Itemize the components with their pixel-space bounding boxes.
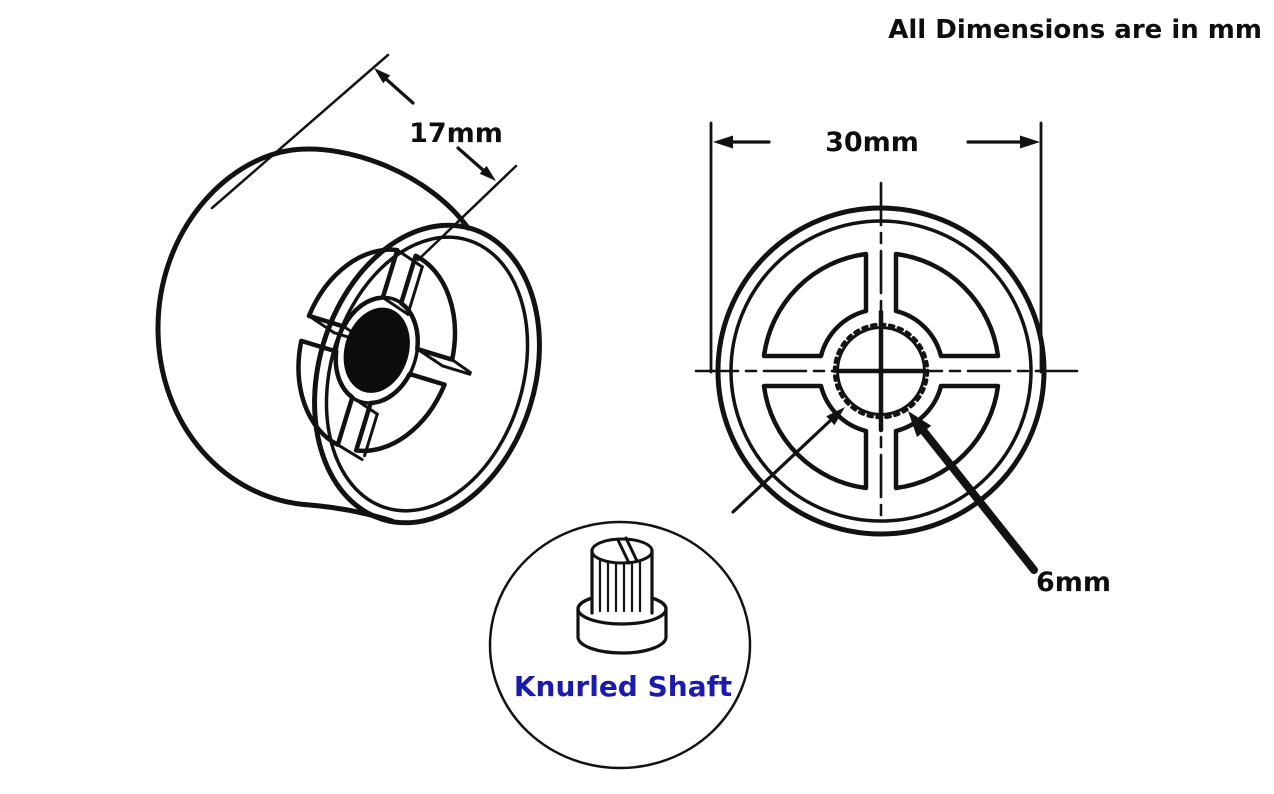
arrowhead <box>479 165 496 181</box>
bore-leader-thick <box>918 425 1038 574</box>
bore-leader-thin <box>731 417 834 514</box>
bore-dimension: 6mm <box>731 407 1111 598</box>
extension-line <box>416 164 518 262</box>
depth-dimension-label: 17mm <box>409 118 503 149</box>
shaft-bore-hole-3d <box>343 307 410 393</box>
diameter-dimension: 30mm <box>709 121 1043 374</box>
depth-dimension: 17mm <box>210 53 518 262</box>
front-view: 30mm 6mm <box>694 121 1111 598</box>
knurled-shaft-icon <box>576 536 668 655</box>
web-quadrant <box>893 383 1001 491</box>
knurl-ridges <box>598 557 642 613</box>
knob-body-outline <box>155 146 471 524</box>
web-quadrant <box>761 383 869 491</box>
dimension-arrow-line <box>456 146 485 172</box>
back-spoke-web <box>273 231 498 482</box>
units-note: All Dimensions are in mm <box>888 15 1262 45</box>
shaft-slot-edge <box>616 538 631 565</box>
arrowhead <box>713 135 733 149</box>
shaft-detail-caption: Knurled Shaft <box>514 670 732 703</box>
arrowhead <box>1020 135 1040 149</box>
shaft-cap <box>590 537 654 565</box>
hub-circle-3d <box>323 287 430 413</box>
extension-line <box>210 53 390 210</box>
detail-bubble-circle <box>488 520 752 770</box>
front-spoke-web <box>761 251 1001 491</box>
web-quadrant <box>761 251 869 359</box>
knob-body-fill <box>158 149 468 522</box>
arrowhead <box>908 411 932 437</box>
isometric-view: 17mm <box>155 53 542 526</box>
bore-dimension-label: 6mm <box>1036 567 1111 598</box>
diameter-dimension-label: 30mm <box>825 127 919 158</box>
dimension-arrow-line <box>384 77 415 105</box>
arrowhead <box>374 68 391 84</box>
web-quadrant <box>893 251 1001 359</box>
arrowhead <box>826 407 845 426</box>
shaft-slot-edge <box>624 536 639 563</box>
shaft-detail-bubble: Knurled Shaft <box>488 520 752 770</box>
